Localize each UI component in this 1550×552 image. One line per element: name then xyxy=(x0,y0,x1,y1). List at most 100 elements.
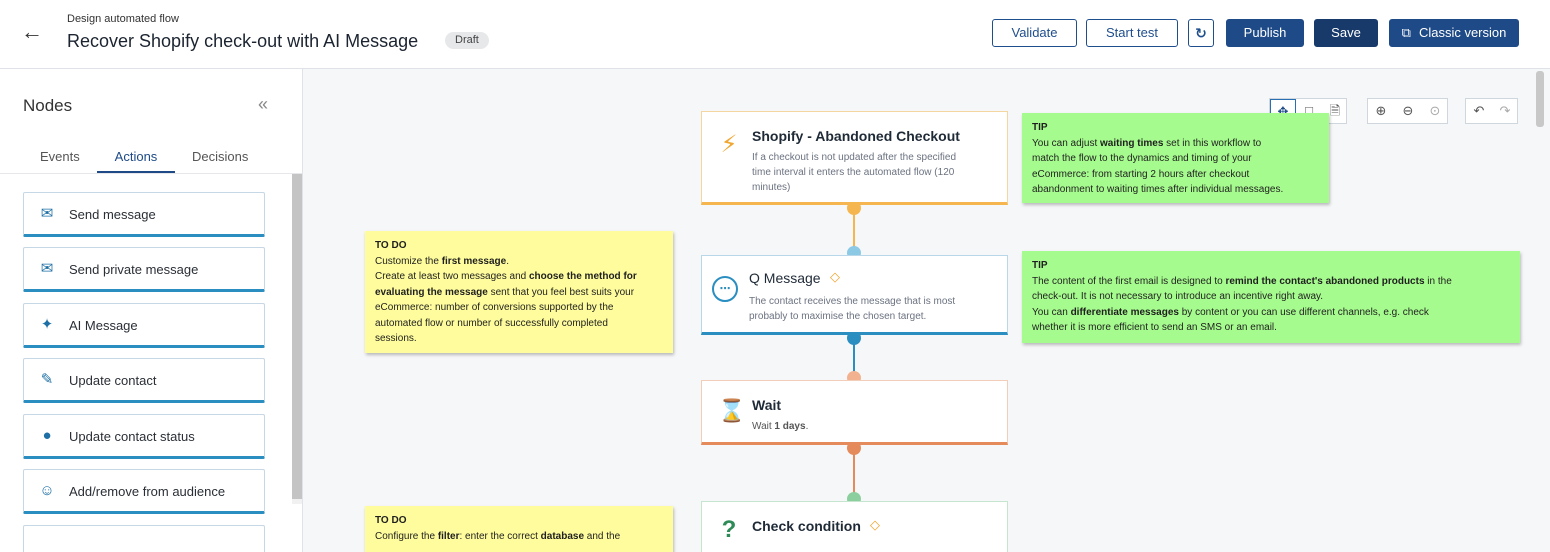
note-heading: TIP xyxy=(1032,122,1048,133)
desc-text: Wait xyxy=(752,421,775,432)
connector-line xyxy=(853,334,855,374)
note-heading: TIP xyxy=(1032,260,1048,271)
classic-version-button[interactable]: ⧉ Classic version xyxy=(1389,19,1519,47)
start-test-button[interactable]: Start test xyxy=(1086,19,1178,47)
history-toolbar: ↶ ↷ xyxy=(1465,98,1518,124)
text: set in this workflow to xyxy=(1163,137,1262,149)
node-description: Wait 1 days. xyxy=(752,419,808,434)
node-title: Check condition xyxy=(752,518,861,534)
text: Customize the xyxy=(375,255,442,267)
text: . xyxy=(506,255,509,267)
note-line: The content of the first email is design… xyxy=(1032,274,1510,290)
tab-decisions[interactable]: Decisions xyxy=(192,149,249,164)
node-ai-message[interactable]: ✦ AI Message xyxy=(23,303,265,348)
flow-canvas[interactable]: ✥ □ 🗎 ⊕ ⊖ ⊙ ↶ ↷ ⚡ Shopify - Abandoned Ch… xyxy=(303,69,1550,552)
text: waiting times xyxy=(1100,137,1164,149)
note-line: evaluating the message sent that you fee… xyxy=(375,285,663,301)
validate-button[interactable]: Validate xyxy=(992,19,1077,47)
text: remind the contact's abandoned products xyxy=(1225,275,1425,287)
tip-note-2[interactable]: TIP The content of the first email is de… xyxy=(1022,251,1520,343)
todo-note-2[interactable]: TO DO Configure the filter: enter the co… xyxy=(365,506,673,552)
todo-note-1[interactable]: TO DO Customize the first message. Creat… xyxy=(365,231,673,353)
text: database xyxy=(540,530,585,542)
connector-line xyxy=(853,444,855,494)
warning-diamond-icon: ◇ xyxy=(870,517,880,532)
text: in the xyxy=(1424,275,1452,287)
sidebar-title: Nodes xyxy=(23,96,73,115)
zoom-toolbar: ⊕ ⊖ ⊙ xyxy=(1367,98,1448,124)
note-line: eCommerce: number of conversions support… xyxy=(375,302,614,313)
node-title: Wait xyxy=(752,397,782,413)
status-badge: Draft xyxy=(445,32,489,49)
text: Configure the xyxy=(375,530,438,542)
note-heading: TO DO xyxy=(375,515,407,526)
tip-note-1[interactable]: TIP You can adjust waiting times set in … xyxy=(1022,113,1329,203)
q-message-icon: ⋯ xyxy=(712,276,738,302)
node-label: AI Message xyxy=(69,318,138,333)
node-title: Shopify - Abandoned Checkout xyxy=(752,128,960,144)
node-description: If a checkout is not updated after the s… xyxy=(752,152,957,163)
text: differentiate messages xyxy=(1070,306,1179,318)
node-card-condition[interactable]: ? Check condition ◇ xyxy=(701,501,1008,552)
lightning-icon: ⚡ xyxy=(720,131,738,158)
text: and the xyxy=(584,530,621,542)
node-title: Q Message xyxy=(749,270,821,286)
refresh-button[interactable]: ↻ xyxy=(1188,19,1214,47)
node-tabs: Events Actions Decisions xyxy=(22,149,282,175)
classic-version-label: Classic version xyxy=(1418,25,1507,40)
text: The content of the first email is design… xyxy=(1032,275,1226,287)
back-arrow-icon[interactable]: ← xyxy=(21,19,43,44)
node-send-message[interactable]: ✉ Send message xyxy=(23,192,265,237)
text: sent that you feel best suits your xyxy=(487,286,635,298)
node-label: Add/remove from audience xyxy=(69,484,226,499)
text: filter xyxy=(437,530,460,542)
text: evaluating the message xyxy=(375,286,488,298)
node-description: The contact receives the message that is… xyxy=(749,296,956,307)
redo-icon[interactable]: ↷ xyxy=(1499,103,1511,118)
tab-actions[interactable]: Actions xyxy=(97,149,175,173)
sparkle-icon: ✦ xyxy=(40,316,54,333)
external-link-icon: ⧉ xyxy=(1401,25,1411,40)
text: : enter the correct xyxy=(459,530,541,542)
node-description: probably to maximise the chosen target. xyxy=(749,311,927,322)
canvas-scrollbar-thumb[interactable] xyxy=(1536,71,1544,127)
text: You can adjust xyxy=(1032,137,1101,149)
zoom-reset-icon[interactable]: ⊙ xyxy=(1429,103,1441,118)
sidebar-scrollbar-thumb[interactable] xyxy=(292,174,302,499)
refresh-icon: ↻ xyxy=(1195,25,1207,41)
connector-line xyxy=(853,204,855,254)
note-line: abandonment to waiting times after indiv… xyxy=(1032,184,1284,195)
note-icon[interactable]: 🗎 xyxy=(1329,103,1341,118)
zoom-out-icon[interactable]: ⊖ xyxy=(1402,103,1414,118)
text: You can xyxy=(1032,306,1071,318)
collapse-sidebar-icon[interactable]: « xyxy=(258,94,269,114)
desc-value: 1 days xyxy=(774,421,806,432)
envelope-icon: ✉ xyxy=(40,205,54,222)
node-update-contact-status[interactable]: ● Update contact status xyxy=(23,414,265,459)
note-line: Create at least two messages and choose … xyxy=(375,269,663,285)
node-card-message[interactable]: ⋯ Q Message ◇ The contact receives the m… xyxy=(701,255,1008,335)
node-update-contact[interactable]: ✎ Update contact xyxy=(23,358,265,403)
node-card-trigger[interactable]: ⚡ Shopify - Abandoned Checkout If a chec… xyxy=(701,111,1008,205)
page-subtitle: Design automated flow xyxy=(67,13,179,25)
warning-diamond-icon: ◇ xyxy=(830,269,840,284)
node-send-private-message[interactable]: ✉ Send private message xyxy=(23,247,265,292)
tab-events[interactable]: Events xyxy=(40,149,80,164)
node-card-wait[interactable]: ⌛ Wait Wait 1 days. xyxy=(701,380,1008,445)
node-label: Update contact xyxy=(69,373,157,388)
question-mark-icon: ? xyxy=(721,516,737,543)
node-add-remove-audience[interactable]: ☺ Add/remove from audience xyxy=(23,469,265,514)
page-title: Recover Shopify check-out with AI Messag… xyxy=(67,31,419,51)
select-area-icon[interactable]: □ xyxy=(1305,103,1313,118)
undo-icon[interactable]: ↶ xyxy=(1473,103,1485,118)
zoom-in-icon[interactable]: ⊕ xyxy=(1375,103,1387,118)
node-label: Update contact status xyxy=(69,429,195,444)
node-label: Send private message xyxy=(69,262,199,277)
save-button[interactable]: Save xyxy=(1314,19,1378,47)
publish-button[interactable]: Publish xyxy=(1226,19,1304,47)
node-partial[interactable] xyxy=(23,525,265,552)
tabs-divider xyxy=(0,173,302,174)
node-label: Send message xyxy=(69,207,156,222)
note-line: automated flow or number of successfully… xyxy=(375,317,608,329)
node-description: time interval it enters the automated fl… xyxy=(752,167,955,178)
